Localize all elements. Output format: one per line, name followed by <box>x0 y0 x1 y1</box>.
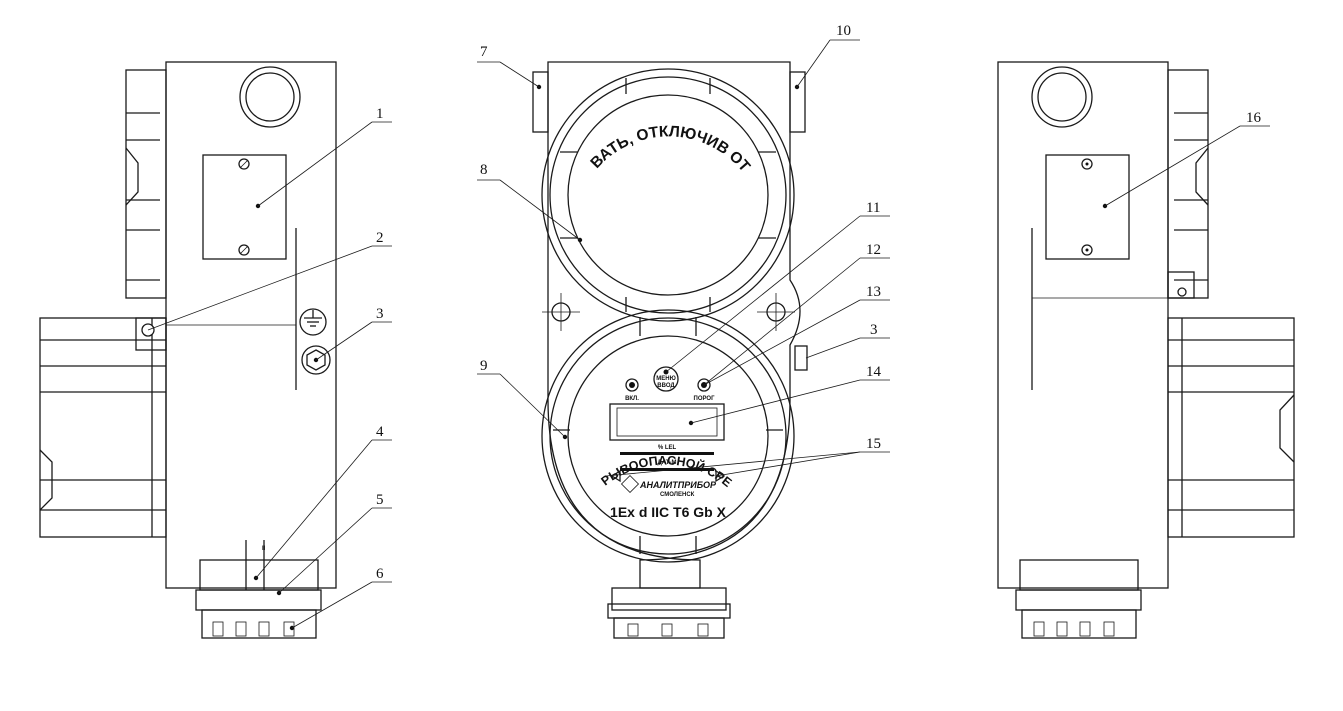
left-side-view: II <box>39 61 337 639</box>
callout-11: 11 <box>866 200 880 216</box>
callout-3-left: 3 <box>376 306 384 322</box>
leader-lines <box>147 39 1270 629</box>
front-view: ОТКРЫВАТЬ, ОТКЛЮЧИВ ОТ СЕТИ! ОТКРЫВАТЬ В… <box>0 0 808 639</box>
callout-3-center: 3 <box>870 322 878 338</box>
callout-14: 14 <box>866 364 882 380</box>
callout-12: 12 <box>866 242 881 258</box>
callout-5: 5 <box>376 492 384 508</box>
callout-10: 10 <box>836 23 851 39</box>
callout-16: 16 <box>1246 110 1262 126</box>
brand-city: СМОЛЕНСК <box>660 492 695 498</box>
cover-warning-top: ОТКРЫВАТЬ, ОТКЛЮЧИВ ОТ СЕТИ! <box>0 0 753 176</box>
btn-enter-label: ВВОД <box>657 383 675 389</box>
callout-7: 7 <box>480 44 488 60</box>
brand-logo-text: АНАЛИТПРИБОР <box>639 480 717 490</box>
callout-13: 13 <box>866 284 881 300</box>
ground-mark: II <box>262 546 266 552</box>
callout-numbers: 1 2 3 4 5 6 7 8 9 10 11 12 13 3 14 15 16 <box>376 23 1262 582</box>
btn-menu-label: МЕНЮ <box>656 376 676 382</box>
callout-4: 4 <box>376 424 384 440</box>
callout-8: 8 <box>480 162 488 178</box>
btn-threshold-label: ПОРОГ <box>694 396 716 402</box>
display-unit: % LEL <box>658 445 677 451</box>
callout-6: 6 <box>376 566 384 582</box>
btn-on-label: ВКЛ. <box>625 396 639 402</box>
right-side-view <box>997 61 1295 639</box>
model-name: ДАТ-М <box>658 460 677 466</box>
callout-1: 1 <box>376 106 384 122</box>
ex-marking: 1Ex d IIC T6 Gb X <box>610 504 727 520</box>
callout-2: 2 <box>376 230 384 246</box>
cover-warning-bottom: ОТКРЫВАТЬ ВО ВЗРЫВООПАСНОЙ СРЕДЕ ЗАПРЕЩА… <box>0 0 734 490</box>
callout-9: 9 <box>480 358 488 374</box>
callout-15: 15 <box>866 436 881 452</box>
